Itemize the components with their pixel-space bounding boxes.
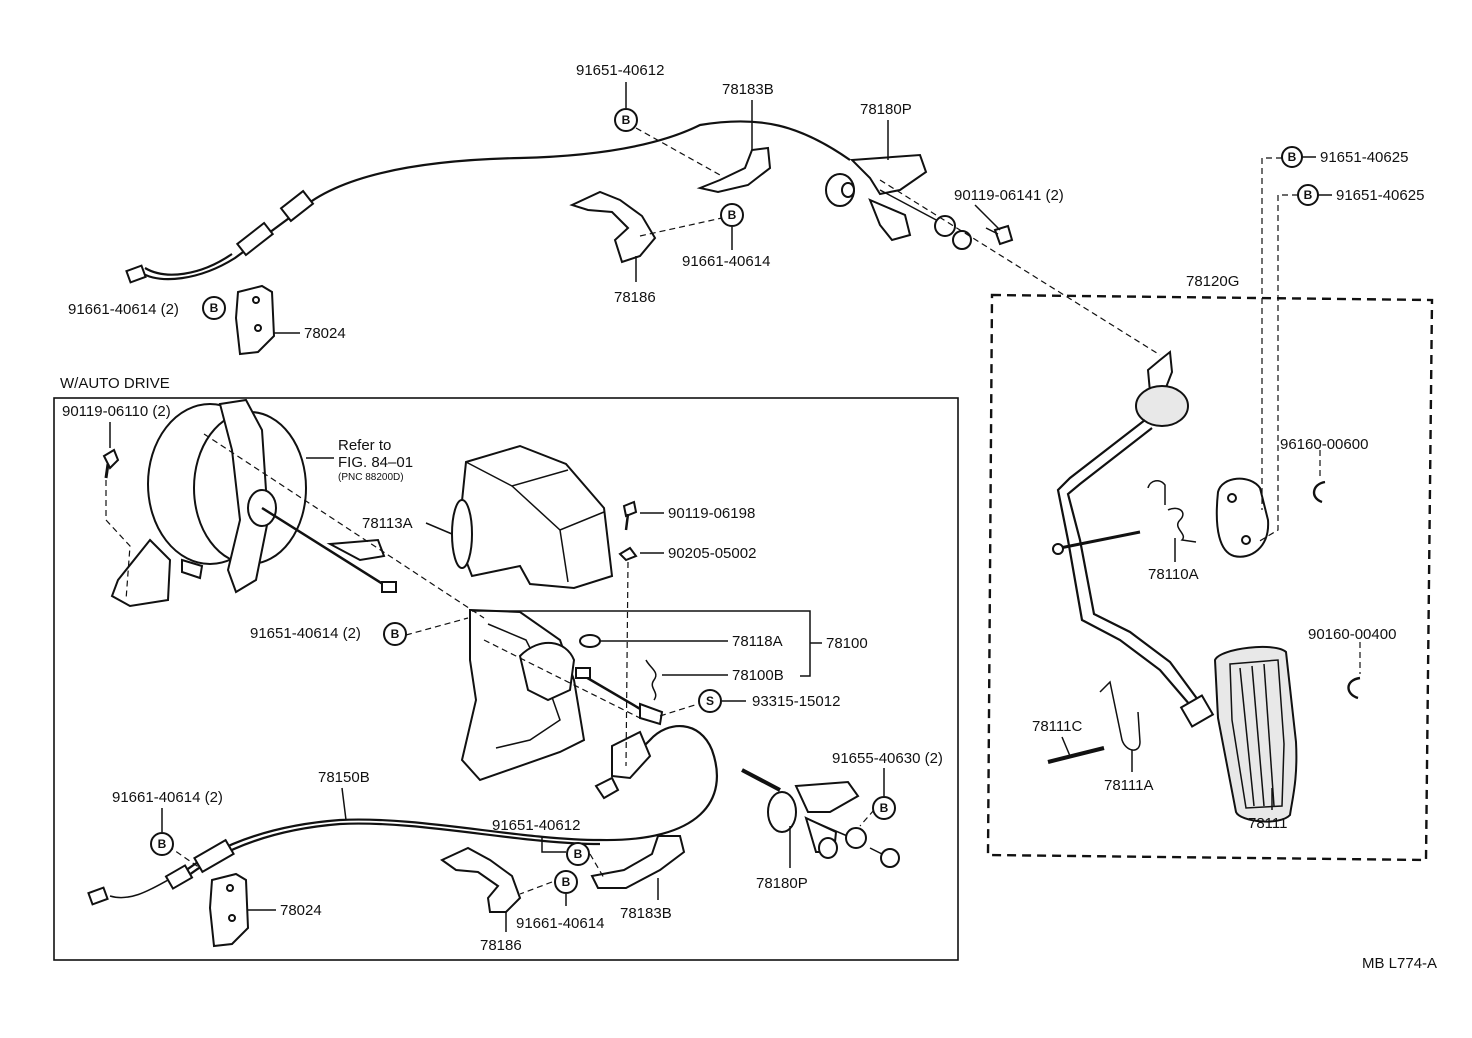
label-78183b-auto: 78183B — [620, 905, 672, 922]
label-78186-upper: 78186 — [614, 289, 656, 306]
label-78113a: 78113A — [362, 515, 413, 532]
marker-b: B — [1288, 150, 1297, 164]
marker-b: B — [158, 837, 167, 851]
label-91661-40614-2-auto: 91661-40614 (2) — [112, 789, 223, 806]
label-90119-06110: 90119-06110 (2) — [62, 403, 171, 420]
auto-drive-frame — [53, 397, 959, 961]
auto-drive-section: W/AUTO DRIVE — [53, 375, 959, 961]
label-78150b: 78150B — [318, 769, 370, 786]
label-78110a: 78110A — [1148, 566, 1199, 583]
label-91651-40625-a: 91651-40625 — [1320, 149, 1408, 166]
label-91661-40614-upper: 91661-40614 — [682, 253, 770, 270]
label-78180p-upper: 78180P — [860, 101, 912, 118]
label-78100b: 78100B — [732, 667, 784, 684]
label-78111c: 78111C — [1032, 718, 1082, 735]
label-78024-auto: 78024 — [280, 902, 322, 919]
marker-b: B — [562, 875, 571, 889]
label-91651-40612-auto: 91651-40612 — [492, 817, 580, 834]
marker-b: B — [574, 847, 583, 861]
label-91661-40614-2-upper: 91661-40614 (2) — [68, 301, 179, 318]
label-91661-40614-auto: 91661-40614 — [516, 915, 604, 932]
label-93315-15012: 93315-15012 — [752, 693, 840, 710]
label-78100: 78100 — [826, 635, 868, 652]
label-78186-auto: 78186 — [480, 937, 522, 954]
refer-to-line3: (PNC 88200D) — [338, 472, 404, 483]
label-78111a: 78111A — [1104, 777, 1154, 794]
label-96160-00600: 96160-00600 — [1280, 436, 1368, 453]
refer-to-line1: Refer to — [338, 437, 391, 454]
label-78024-upper: 78024 — [304, 325, 346, 342]
marker-s: S — [706, 694, 714, 708]
label-90160-00400: 90160-00400 — [1308, 626, 1396, 643]
label-90119-06198: 90119-06198 — [668, 505, 755, 522]
marker-b: B — [880, 801, 889, 815]
refer-to-line2: FIG. 84–01 — [338, 454, 413, 471]
marker-b: B — [622, 113, 631, 127]
figure-code: MB L774-A — [1362, 955, 1437, 972]
label-78120g: 78120G — [1186, 273, 1239, 290]
label-78118a: 78118A — [732, 633, 783, 650]
label-90205-05002: 90205-05002 — [668, 545, 756, 562]
pedal-assembly-frame — [986, 293, 1434, 862]
marker-b: B — [728, 208, 737, 222]
label-91651-40612-upper: 91651-40612 — [576, 62, 664, 79]
label-90119-06141: 90119-06141 (2) — [954, 187, 1064, 204]
pedal-assembly: 78120G B — [986, 146, 1434, 862]
label-78180p-auto: 78180P — [756, 875, 808, 892]
marker-b: B — [1304, 188, 1313, 202]
label-91651-40614-2-auto: 91651-40614 (2) — [250, 625, 361, 642]
label-91655-40630: 91655-40630 (2) — [832, 750, 943, 767]
marker-b: B — [391, 627, 400, 641]
label-91651-40625-b: 91651-40625 — [1336, 187, 1424, 204]
marker-b: B — [210, 301, 219, 315]
label-78183b-upper: 78183B — [722, 81, 774, 98]
upper-cable-assembly: 91651-40612 B 78183B 78180P 90119-06141 … — [68, 62, 1161, 356]
label-78111: 78111 — [1248, 815, 1288, 832]
section-title-auto-drive: W/AUTO DRIVE — [60, 375, 170, 392]
